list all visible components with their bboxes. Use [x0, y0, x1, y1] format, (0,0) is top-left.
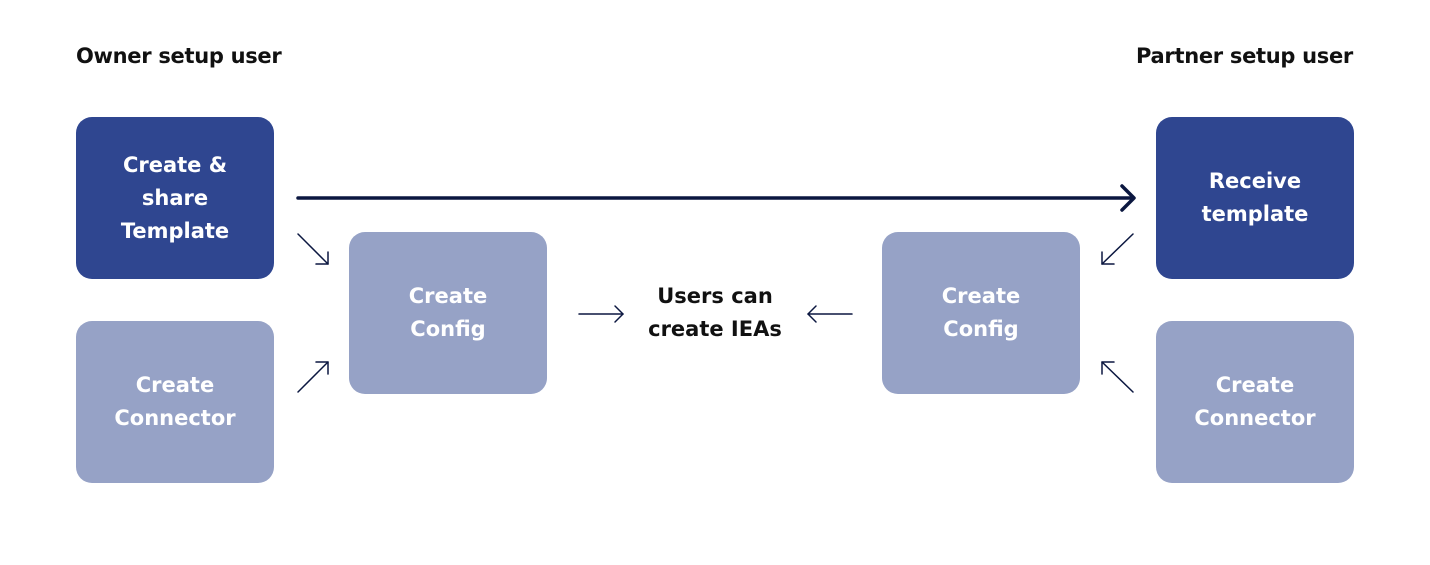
owner-config-to-result-arrow — [578, 305, 624, 323]
partner-heading: Partner setup user — [1136, 44, 1353, 68]
owner-config-label: Create Config — [408, 284, 488, 341]
partner-connector-label: Create Connector — [1194, 373, 1316, 430]
owner-template-label: Create & share Template — [120, 152, 230, 243]
owner-connector-to-config-arrow — [297, 361, 329, 393]
owner-connector-label: Create Connector — [114, 373, 236, 430]
owner-create-connector-box: Create Connector — [76, 321, 274, 483]
owner-heading: Owner setup user — [76, 44, 282, 68]
partner-create-config-box: Create Config — [882, 232, 1080, 394]
owner-create-share-template-box: Create & share Template — [76, 117, 274, 279]
partner-connector-to-config-arrow — [1101, 361, 1134, 393]
partner-receive-template-box: Receive template — [1156, 117, 1354, 279]
partner-template-label: Receive template — [1201, 169, 1309, 226]
partner-template-to-config-arrow — [1101, 233, 1134, 265]
partner-config-label: Create Config — [941, 284, 1021, 341]
share-template-arrow — [296, 184, 1136, 212]
users-can-create-ieas-label: Users can create IEAs — [648, 284, 782, 341]
owner-template-to-config-arrow — [297, 233, 329, 265]
owner-create-config-box: Create Config — [349, 232, 547, 394]
partner-create-connector-box: Create Connector — [1156, 321, 1354, 483]
partner-config-to-result-arrow — [807, 305, 853, 323]
